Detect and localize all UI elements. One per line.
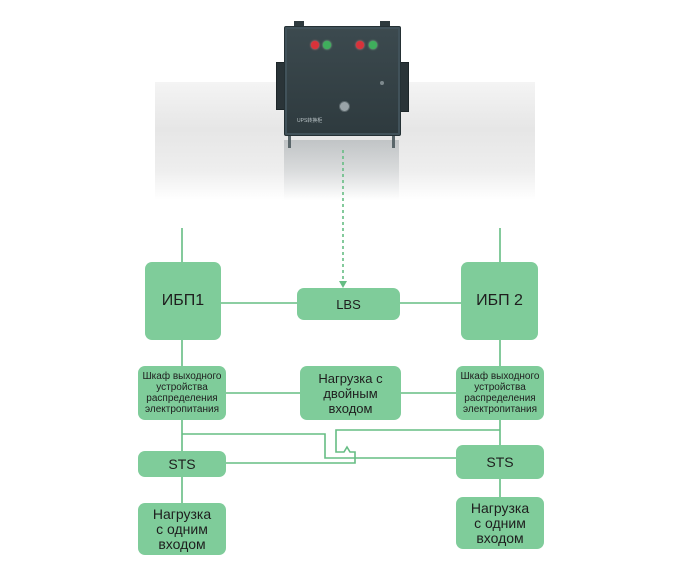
- left-single-input-load-box: Нагрузка с одним входом: [138, 503, 226, 555]
- left-distribution-cabinet-label: Шкаф выходного устройства распределения …: [142, 371, 222, 415]
- right-single-input-load-label: Нагрузка с одним входом: [470, 499, 530, 546]
- right-sts-box: STS: [456, 445, 544, 479]
- right-single-input-load-box: Нагрузка с одним входом: [456, 497, 544, 549]
- indicator-lamp: [323, 41, 331, 49]
- dual-input-load-box: Нагрузка с двойным входом: [300, 366, 401, 420]
- right-distribution-cabinet-label: Шкаф выходного устройства распределения …: [460, 371, 540, 415]
- lbs-label: LBS: [336, 296, 361, 312]
- indicator-lamp: [311, 41, 319, 49]
- left-single-input-load-label: Нагрузка с одним входом: [152, 505, 212, 552]
- indicator-lamp: [356, 41, 364, 49]
- cabinet-reflection: [284, 140, 399, 200]
- cabinet-leg: [288, 134, 291, 148]
- ups2-box: ИБП 2: [461, 262, 538, 340]
- rotary-switch-icon: [339, 101, 350, 112]
- ups1-box: ИБП1: [145, 262, 221, 340]
- left-cabinet-to-right-sts-line: [182, 433, 456, 459]
- cabinet-label: UPS转换柜: [297, 118, 323, 124]
- right-cabinet-to-left-sts-line: [226, 429, 500, 464]
- cabinet-leg: [392, 134, 395, 148]
- ups2-label: ИБП 2: [476, 292, 523, 309]
- indicator-lamp: [369, 41, 377, 49]
- right-sts-label: STS: [486, 454, 514, 470]
- lbs-box: LBS: [297, 288, 400, 320]
- left-sts-box: STS: [138, 451, 226, 477]
- right-distribution-cabinet-box: Шкаф выходного устройства распределения …: [456, 366, 544, 420]
- ups1-label: ИБП1: [161, 292, 205, 309]
- arrow-down-icon: [339, 281, 347, 288]
- cabinet-top-tab: [380, 21, 390, 27]
- left-sts-label: STS: [168, 456, 196, 472]
- transfer-cabinet-image: UPS转换柜: [284, 26, 401, 136]
- cabinet-lock-icon: [380, 81, 384, 85]
- left-distribution-cabinet-box: Шкаф выходного устройства распределения …: [138, 366, 226, 420]
- dual-input-load-label: Нагрузка с двойным входом: [318, 370, 383, 416]
- cabinet-top-tab: [294, 21, 304, 27]
